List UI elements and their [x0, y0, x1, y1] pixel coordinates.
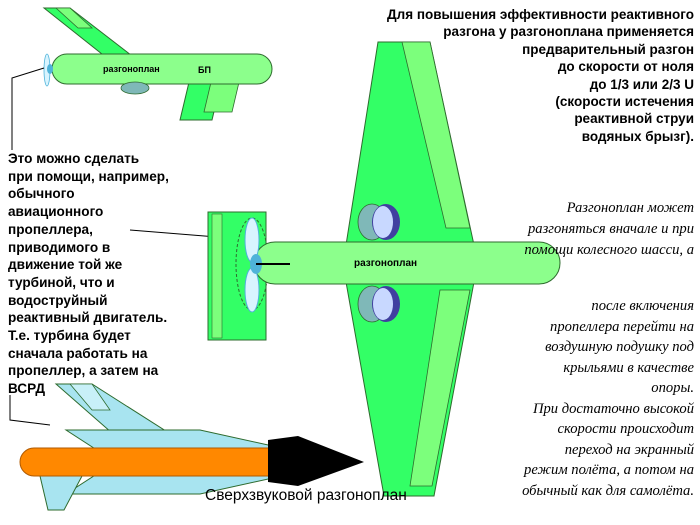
small-plane-fuselage [51, 53, 273, 85]
main-plane: разгоноплан [207, 41, 561, 497]
supersonic-fuselage [19, 447, 293, 477]
supersonic-upper-fin-edge [69, 383, 111, 411]
wheel-lower-disc [373, 288, 393, 320]
small-plane: разгоноплан БП [42, 7, 273, 121]
wheel-upper-disc [373, 206, 393, 238]
pointer-line-top [11, 67, 45, 150]
main-plane-tail-stripe [211, 213, 223, 339]
small-plane-propeller-hub [47, 64, 53, 74]
small-plane-cushion [120, 81, 150, 95]
main-plane-label: разгоноплан [354, 258, 417, 269]
top-note: Для повышения эффективности реактивного … [387, 7, 694, 144]
small-plane-label: разгоноплан [103, 64, 160, 74]
right-note-cushion: после включения пропеллера перейти на во… [522, 298, 694, 499]
right-note-wheels: Разгоноплан может разгоняться вначале и … [524, 200, 694, 258]
pointer-line-bottom [9, 395, 51, 426]
supersonic-plane [19, 383, 364, 511]
main-plane-upper-wing-flap [401, 41, 471, 229]
left-note: Это можно сделать при помощи, например, … [8, 151, 169, 397]
supersonic-nose [268, 436, 364, 486]
small-plane-suffix: БП [198, 65, 211, 75]
main-plane-propeller-blade-down [244, 267, 260, 313]
small-plane-upper-wing-flap [54, 7, 94, 29]
supersonic-caption: Сверхзвуковой разгоноплан [205, 487, 407, 504]
main-plane-lower-wing-flap [409, 289, 471, 487]
